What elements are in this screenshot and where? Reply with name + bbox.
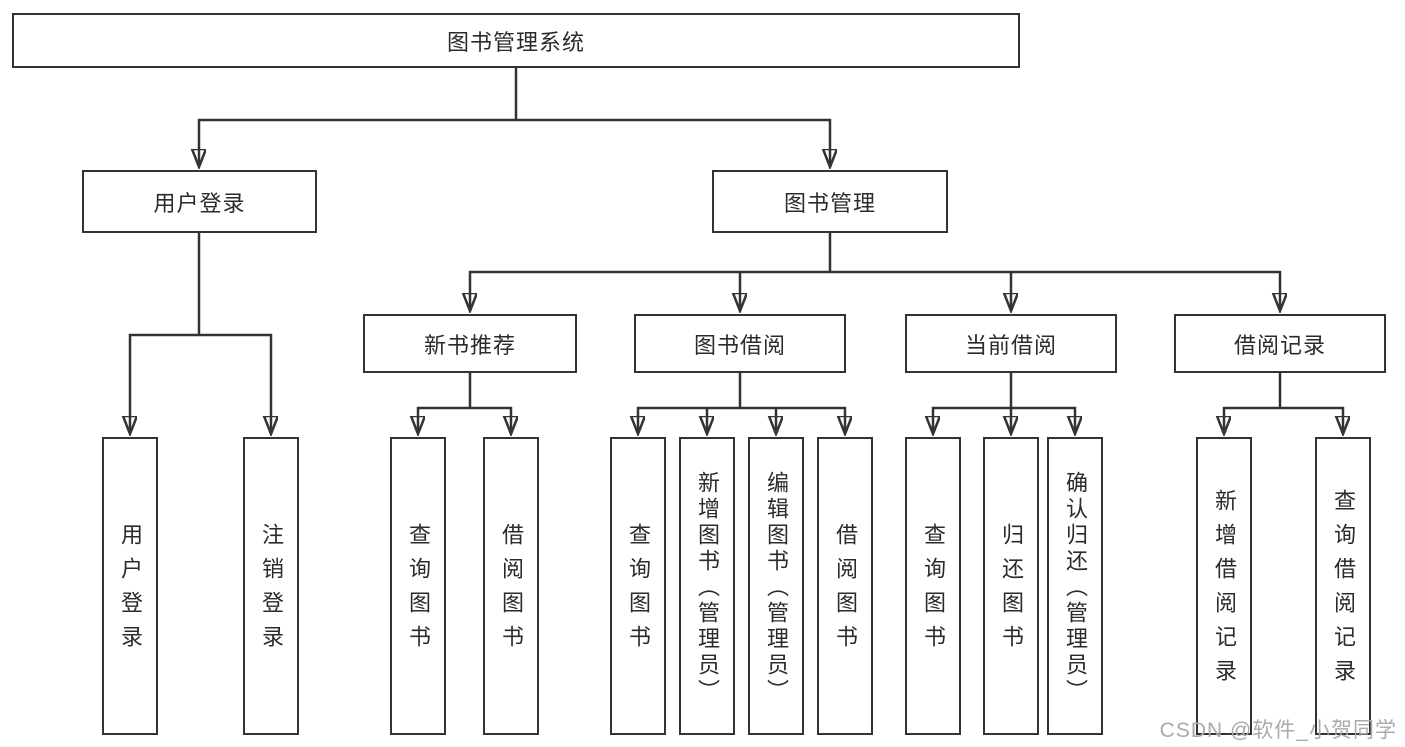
leaf-user-login: 用户登录 [102, 437, 158, 735]
node-user-login: 用户登录 [82, 170, 317, 233]
node-current-borrow: 当前借阅 [905, 314, 1117, 373]
csdn-watermark: CSDN @软件_小贺同学 [1159, 719, 1397, 742]
leaf-add-book-admin: 新增图书（管理员） [679, 437, 735, 735]
node-book-borrow: 图书借阅 [634, 314, 846, 373]
node-root: 图书管理系统 [12, 13, 1020, 68]
leaf-borrow-book: 借阅图书 [817, 437, 873, 735]
node-book-management: 图书管理 [712, 170, 948, 233]
node-borrow-record: 借阅记录 [1174, 314, 1386, 373]
leaf-add-borrow-record: 新增借阅记录 [1196, 437, 1252, 735]
leaf-return-book: 归还图书 [983, 437, 1039, 735]
leaf-query-book-current: 查询图书 [905, 437, 961, 735]
leaf-logout: 注销登录 [243, 437, 299, 735]
node-new-book-recommend: 新书推荐 [363, 314, 577, 373]
leaf-query-book-recommend: 查询图书 [390, 437, 446, 735]
leaf-query-book-borrow: 查询图书 [610, 437, 666, 735]
leaf-borrow-book-recommend: 借阅图书 [483, 437, 539, 735]
leaf-confirm-return-admin: 确认归还（管理员） [1047, 437, 1103, 735]
leaf-query-borrow-record: 查询借阅记录 [1315, 437, 1371, 735]
leaf-edit-book-admin: 编辑图书（管理员） [748, 437, 804, 735]
